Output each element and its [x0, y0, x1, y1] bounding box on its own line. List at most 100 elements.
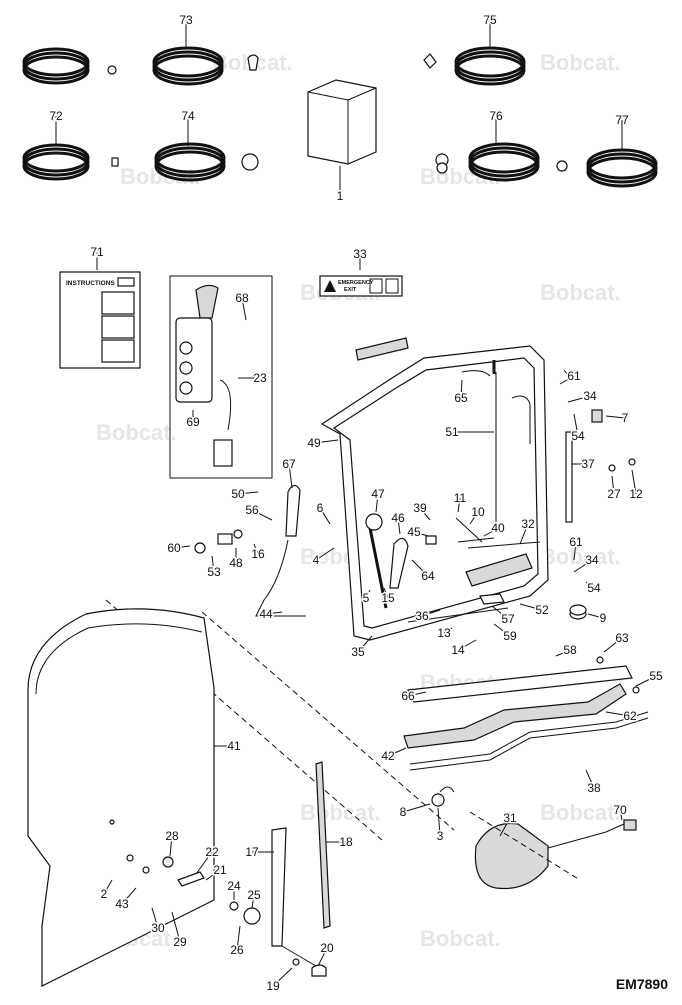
leader-line — [407, 691, 427, 697]
callout-number: 44 — [259, 607, 273, 621]
callout-number: 66 — [401, 689, 415, 703]
decal-line-1: EMERGENCY — [338, 280, 374, 286]
callout-number: 34 — [585, 553, 599, 567]
leader-line — [383, 587, 389, 599]
leader-line — [171, 911, 181, 943]
callout-number: 54 — [571, 429, 585, 443]
leader-line — [631, 469, 637, 495]
callout-number: 28 — [165, 829, 179, 843]
leader-line — [288, 463, 293, 489]
side-window-panel — [27, 608, 215, 987]
leader-line — [251, 894, 255, 909]
callout-number: 12 — [629, 487, 643, 501]
callout-number: 3 — [437, 829, 444, 843]
leader-line — [375, 493, 379, 513]
leader-line — [573, 559, 593, 573]
callout-number: 71 — [90, 245, 104, 259]
decal-strip — [355, 337, 409, 361]
callout-number: 76 — [489, 109, 503, 123]
callout-number: 73 — [179, 13, 193, 27]
washer-reservoir — [474, 822, 549, 890]
callout-number: 70 — [613, 803, 627, 817]
callout-number: 53 — [207, 565, 221, 579]
callout-number: 63 — [615, 631, 629, 645]
callout-number: 16 — [251, 547, 265, 561]
leader-line — [317, 947, 328, 967]
leader-line — [585, 581, 595, 589]
leader-line — [603, 637, 623, 653]
callout-number: 42 — [381, 749, 395, 763]
leader-line — [457, 497, 461, 513]
decal-line-2: EXIT — [344, 287, 357, 293]
instructions-label: INSTRUCTIONS — [66, 280, 115, 287]
watermark-text: Bobcat. — [540, 544, 621, 569]
callout-number: 34 — [583, 389, 597, 403]
leader-line — [103, 879, 113, 895]
callout-number: 59 — [503, 629, 517, 643]
callout-number: 65 — [454, 391, 468, 405]
leader-line — [567, 395, 591, 403]
callout-number: 36 — [415, 609, 429, 623]
callout-number: 1 — [337, 189, 344, 203]
leader-line — [457, 639, 477, 651]
leader-line — [313, 439, 339, 444]
callout-number: 38 — [587, 781, 601, 795]
leader-line — [437, 807, 441, 837]
leader-line — [573, 413, 579, 437]
callout-number: 56 — [245, 503, 259, 517]
callout-number: 26 — [230, 943, 244, 957]
leader-line — [635, 675, 657, 687]
leader-line — [365, 589, 371, 599]
seal-kit-75 — [423, 46, 526, 86]
leader-line — [413, 531, 429, 537]
callout-number: 77 — [615, 113, 629, 127]
callout-number: 27 — [607, 487, 621, 501]
leader-line — [419, 507, 431, 521]
watermark-text: Bobcat. — [96, 420, 177, 445]
leader-line — [253, 543, 259, 555]
watermark-text: Bobcat. — [420, 926, 501, 951]
emergency-exit-decal: EMERGENCY EXIT — [319, 275, 403, 297]
seal-kit-small-ring — [22, 47, 117, 85]
leader-line — [387, 747, 407, 757]
leader-lines — [55, 20, 657, 987]
leader-line — [241, 297, 247, 321]
callout-number: 9 — [600, 611, 607, 625]
callout-number: 14 — [451, 643, 465, 657]
leader-line — [493, 623, 511, 637]
callout-number: 21 — [213, 863, 227, 877]
watermark-text: Bobcat. — [540, 280, 621, 305]
callout-number: 6 — [317, 501, 324, 515]
instructions-sheet: INSTRUCTIONS — [59, 271, 141, 369]
callout-number: 17 — [245, 845, 259, 859]
callout-number: 41 — [227, 739, 241, 753]
callout-number: 74 — [181, 109, 195, 123]
callout-number: 4 — [313, 553, 320, 567]
callout-number: 33 — [353, 247, 367, 261]
leader-line — [460, 379, 463, 399]
leader-line — [173, 545, 191, 549]
callout-number: 32 — [521, 517, 535, 531]
callout-number: 20 — [320, 941, 334, 955]
callout-number: 13 — [437, 626, 451, 640]
callout-number: 37 — [581, 457, 595, 471]
leader-line — [402, 803, 431, 813]
callout-number: 40 — [491, 521, 505, 535]
callout-number: 2 — [101, 887, 108, 901]
leader-line — [483, 527, 499, 537]
leader-line — [236, 925, 241, 951]
leader-line — [573, 541, 577, 561]
callout-number: 61 — [569, 535, 583, 549]
leader-line — [121, 887, 137, 905]
leader-line — [265, 611, 283, 615]
callout-number: 23 — [253, 371, 267, 385]
callout-number: 50 — [231, 487, 245, 501]
leader-line — [319, 507, 331, 525]
callout-number: 60 — [167, 541, 181, 555]
callout-number: 48 — [229, 556, 243, 570]
leader-line — [587, 613, 604, 619]
leader-line — [315, 547, 335, 561]
callout-number: 8 — [400, 805, 407, 819]
callout-number: 62 — [623, 709, 637, 723]
